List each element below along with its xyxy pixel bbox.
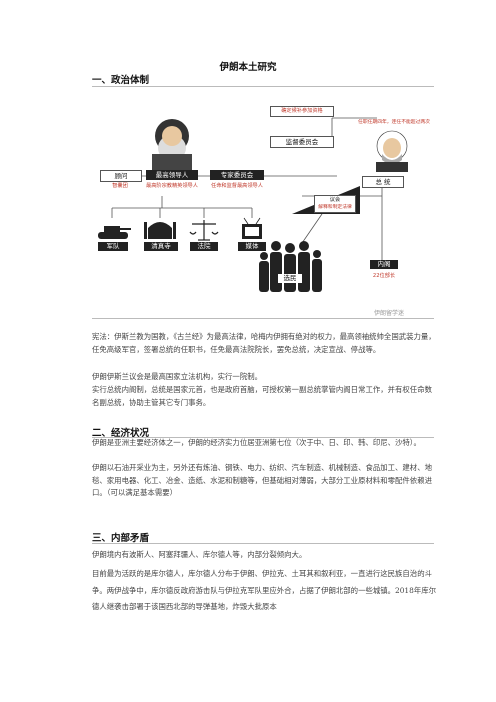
voters-silhouette-icon (259, 241, 322, 292)
president-box: 总 统 (362, 176, 404, 188)
tv-icon (242, 217, 262, 239)
watermark-text: 伊朗留学迷 (374, 310, 405, 317)
president-portrait-icon (376, 130, 408, 172)
section-heading-economy: 二、经济状况 (92, 428, 150, 439)
parliament-box: 议会 解释和制定法律 (314, 195, 356, 213)
parliament-sub: 解释和制定法律 (318, 205, 352, 210)
paragraph-economy-1: 伊朗是亚洲主要经济体之一，伊朗的经济实力位居亚洲第七位（次于中、日、印、韩、印尼… (92, 438, 421, 447)
diagram-rule (92, 318, 434, 319)
political-structure-diagram: 确定候补参加资格 监督委员会 任职任期四年，连任不能超过两次 顾问 智囊团 最高… (92, 96, 438, 318)
supreme-leader-box: 最高领导人 (146, 170, 198, 180)
section-heading-politics: 一、政治体制 (92, 75, 150, 86)
president-term-note: 任职任期四年，连任不能超过两次 (358, 120, 430, 125)
paragraph-economy-2: 伊朗以石油开采业为主，另外还有炼油、钢铁、电力、纺织、汽车制造、机械制造、食品加… (92, 463, 432, 498)
advisor-box: 顾问 (100, 170, 142, 182)
candidate-qualification-box: 确定候补参加资格 (270, 106, 334, 117)
section-rule (92, 437, 434, 438)
paragraph-kurds: 目前最为活跃的是库尔德人，库尔德人分布于伊朗、伊拉克、土耳其和叙利亚，一直进行这… (92, 569, 437, 611)
guardian-council-box: 监督委员会 (270, 136, 334, 148)
advisor-sub: 智囊团 (112, 183, 128, 189)
section-heading-internal-conflicts: 三、内部矛盾 (92, 533, 150, 544)
experts-assembly-sub: 任命和监督最高领导人 (211, 183, 263, 189)
cabinet-sub: 22位部长 (372, 273, 396, 279)
diagram-graphics (98, 117, 408, 292)
mosque-box: 清真寺 (144, 242, 178, 251)
mosque-icon (144, 222, 176, 239)
tank-icon (98, 226, 131, 239)
document-title: 伊朗本土研究 (219, 62, 277, 73)
parliament-label: 议会 (329, 197, 341, 203)
paragraph-ethnic-groups: 伊朗境内有波斯人、阿塞拜疆人、库尔德人等，内部分裂倾向大。 (92, 550, 307, 559)
section-rule (92, 543, 434, 544)
section-rule (92, 86, 434, 87)
experts-assembly-box: 专家委员会 (210, 170, 264, 180)
military-box: 军队 (98, 242, 128, 251)
judiciary-box: 法院 (190, 242, 218, 251)
supreme-leader-portrait-icon (152, 119, 192, 170)
cabinet-box: 内阁 (370, 260, 398, 269)
supreme-leader-sub: 最高阶宗教精英领导人 (146, 183, 198, 189)
media-box: 媒体 (238, 242, 266, 251)
paragraph-president: 实行总统内阁制，总统是国家元首，也是政府首脑，可授权第一副总统掌管内阁日常工作，… (92, 385, 432, 407)
paragraph-parliament: 伊朗伊斯兰议会是最高国家立法机构，实行一院制。 (92, 372, 262, 381)
voters-label: 选民 (278, 274, 302, 283)
paragraph-constitution: 宪法：伊斯兰教为国教，《古兰经》为最高法律，哈梅内伊拥有绝对的权力，最高领袖统帅… (92, 332, 436, 354)
scales-icon (189, 220, 219, 241)
